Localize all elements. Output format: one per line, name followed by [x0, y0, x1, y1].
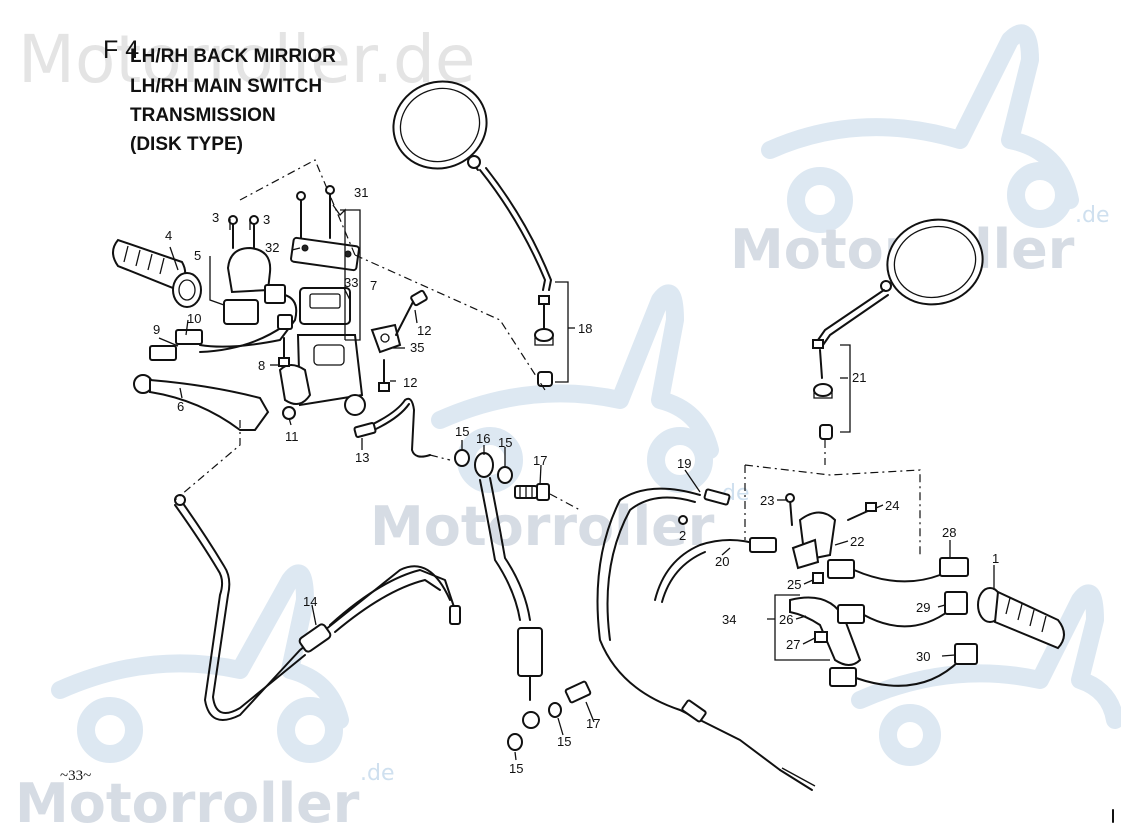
- callout-leaders: [158, 204, 995, 761]
- watermark-top-left: Motorroller.de: [18, 21, 475, 98]
- watermark-brand-bottom: Motorroller: [15, 772, 360, 835]
- watermark-domain-bottom: .de: [360, 761, 395, 786]
- right-switch-assembly: [785, 493, 877, 666]
- callout-27: 27: [786, 637, 800, 652]
- cable-19: [596, 487, 816, 791]
- callout-6: 6: [177, 399, 184, 414]
- callout-20: 20: [715, 554, 729, 569]
- callout-35: 35: [410, 340, 424, 355]
- left-switch-housing: [149, 246, 298, 361]
- header-line-4: (DISK TYPE): [130, 134, 243, 155]
- callout-16: 16: [476, 431, 490, 446]
- callout-15b: 15: [498, 435, 512, 450]
- callout-22: 22: [850, 534, 864, 549]
- watermark-scooter-right-lower: [851, 584, 1121, 766]
- callout-5: 5: [194, 248, 201, 263]
- watermark-brand-center: Motorroller: [370, 495, 715, 558]
- assembly-leader-lines: [174, 159, 921, 555]
- callout-19: 19: [677, 456, 691, 471]
- callout-10: 10: [187, 311, 201, 326]
- right-connectors: [827, 557, 978, 687]
- callout-15c: 15: [557, 734, 571, 749]
- callout-3b: 3: [263, 212, 270, 227]
- header-line-3: TRANSMISSION: [130, 105, 276, 126]
- callout-28: 28: [942, 525, 956, 540]
- callout-30: 30: [916, 649, 930, 664]
- callout-17a: 17: [533, 453, 547, 468]
- left-lever: [133, 374, 296, 431]
- left-mirror: [392, 80, 569, 387]
- callout-numbers: 1 2 3 3 4 5 6 7 8 9 10 11 12 12 13 14 15…: [153, 185, 999, 776]
- callout-1: 1: [992, 551, 999, 566]
- callout-31: 31: [354, 185, 368, 200]
- callout-23: 23: [760, 493, 774, 508]
- callout-2: 2: [679, 528, 686, 543]
- watermark-scooter-right: [761, 24, 1079, 233]
- figure-code: F 4: [103, 36, 139, 64]
- callout-21: 21: [852, 370, 866, 385]
- callout-3a: 3: [212, 210, 219, 225]
- callout-17b: 17: [586, 716, 600, 731]
- diagram-header: F 4 LH/RH BACK MIRRIOR LH/RH MAIN SWITCH…: [103, 36, 336, 155]
- callout-32: 32: [265, 240, 279, 255]
- right-mirror: [812, 218, 984, 440]
- callout-13: 13: [355, 450, 369, 465]
- callout-29: 29: [916, 600, 930, 615]
- callout-25: 25: [787, 577, 801, 592]
- callout-15a: 15: [455, 424, 469, 439]
- callout-14: 14: [303, 594, 317, 609]
- callout-33: 33: [344, 275, 358, 290]
- watermark-domain-right: .de: [1075, 203, 1110, 228]
- callout-15d: 15: [509, 761, 523, 776]
- callout-24: 24: [885, 498, 899, 513]
- callout-12b: 12: [403, 375, 417, 390]
- callout-12a: 12: [417, 323, 431, 338]
- callout-4: 4: [165, 228, 172, 243]
- callout-11: 11: [285, 429, 299, 444]
- page-number: ~33~: [60, 768, 91, 784]
- left-grip: [112, 238, 202, 308]
- brake-hose-13: [353, 397, 431, 458]
- watermark-layer: Motorroller.de Motorroller .de Motorroll…: [15, 21, 1121, 835]
- throttle-cable-14: [174, 494, 461, 721]
- wire-20: [654, 515, 777, 603]
- brake-hose-16: [479, 477, 592, 751]
- callout-26: 26: [779, 612, 793, 627]
- header-line-2: LH/RH MAIN SWITCH: [130, 76, 322, 97]
- callout-8: 8: [258, 358, 265, 373]
- brake-master-cylinder: [278, 236, 402, 416]
- right-grip: [977, 587, 1065, 650]
- callout-34: 34: [722, 612, 736, 627]
- header-line-1: LH/RH BACK MIRRIOR: [130, 46, 336, 67]
- callout-9: 9: [153, 322, 160, 337]
- callout-18: 18: [578, 321, 592, 336]
- callout-7: 7: [370, 278, 377, 293]
- watermark-scooter-left: [51, 564, 349, 763]
